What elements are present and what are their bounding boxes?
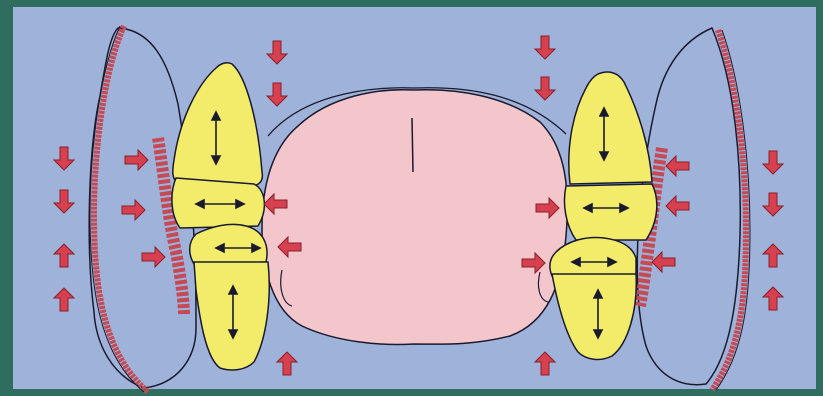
tongue xyxy=(262,88,567,345)
tongue-midline xyxy=(412,118,413,172)
upper-tooth-crown xyxy=(172,178,264,228)
upper-tooth-crown xyxy=(564,184,656,240)
tongue-body xyxy=(262,90,567,345)
